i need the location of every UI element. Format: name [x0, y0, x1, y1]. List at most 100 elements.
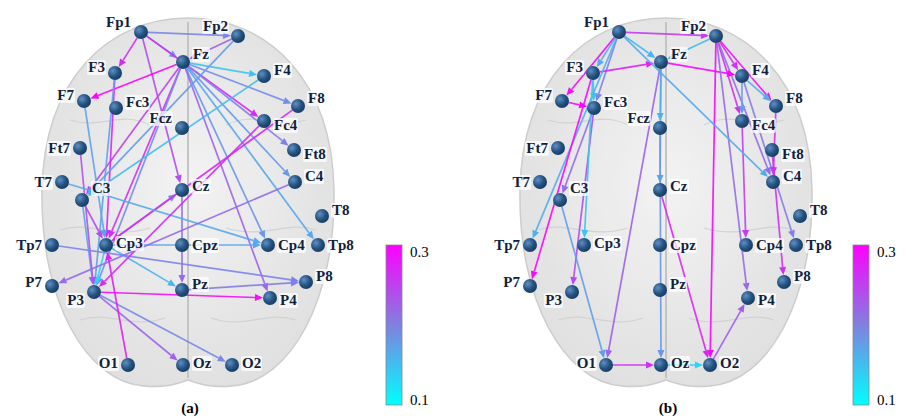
- electrode-node: Cp4: [739, 238, 753, 252]
- electrode-label: Tp8: [327, 238, 355, 253]
- panel-label: (b): [659, 400, 677, 416]
- connector-line: [123, 38, 137, 60]
- arrow-head: [738, 304, 745, 313]
- connector-line: [741, 83, 743, 106]
- arrow-head: [566, 87, 574, 95]
- connector-line: [81, 155, 93, 277]
- connector-line: [624, 37, 762, 172]
- colorbar-tick: 0.1: [410, 392, 429, 408]
- arrow-head: [597, 58, 604, 67]
- electrode-label: Tp7: [493, 238, 521, 253]
- connector-line: [100, 295, 219, 358]
- electrode-label: F3: [87, 60, 106, 75]
- electrode-label: F4: [273, 63, 292, 78]
- electrode-node: Fp2: [231, 29, 245, 43]
- electrode-label: F3: [565, 60, 584, 75]
- electrode-node: Ft7: [73, 141, 87, 155]
- electrode-label: F4: [751, 63, 770, 78]
- electrode-node: P7: [523, 279, 537, 293]
- electrode-node: Oz: [176, 358, 190, 372]
- electrode-node: Fcz: [175, 121, 189, 135]
- arrow-head: [731, 62, 738, 71]
- connector-line: [742, 128, 745, 230]
- connectivity-arrow: [109, 68, 181, 238]
- connectivity-arrow: [105, 252, 126, 358]
- electrode-label: Tp7: [15, 238, 43, 253]
- electrode-label: P7: [502, 275, 521, 290]
- connector-line: [613, 364, 646, 366]
- electrode-label: Cp4: [755, 238, 784, 253]
- connectivity-arrow: [100, 295, 226, 361]
- electrode-label: C4: [304, 169, 324, 184]
- connector-line: [112, 68, 180, 231]
- arrow-head: [217, 355, 226, 362]
- arrow-head: [167, 279, 176, 286]
- arrow-head: [742, 230, 749, 238]
- electrode-node: Ft8: [765, 143, 779, 157]
- arrow-head: [253, 237, 262, 244]
- connectivity-arrow: [186, 68, 265, 238]
- connector-line: [185, 69, 264, 284]
- electrode-node: P8: [299, 275, 313, 289]
- arrow-head: [280, 138, 288, 146]
- arrow-head: [570, 277, 577, 285]
- electrode-node: Fc4: [257, 114, 271, 128]
- connectivity-arrow: [668, 63, 735, 77]
- electrode-node: P4: [741, 291, 755, 305]
- arrow-head: [89, 277, 96, 285]
- arrow-head: [743, 283, 750, 291]
- arrow-head: [255, 294, 263, 301]
- electrode-label: Pz: [669, 277, 687, 292]
- arrow-head: [175, 175, 182, 184]
- electrode-label: P3: [544, 293, 563, 308]
- electrode-node: T7: [533, 175, 547, 189]
- electrode-label: P8: [793, 269, 812, 284]
- electrode-label: C3: [569, 181, 589, 196]
- electrode-label: Fc4: [273, 118, 298, 133]
- arrow-head: [599, 350, 606, 359]
- connectivity-arrow: [713, 304, 744, 359]
- electrode-node: Cpz: [653, 238, 667, 252]
- electrode-label: Ft8: [781, 147, 805, 162]
- electrode-label: Ft7: [525, 141, 549, 156]
- electrode-node: P8: [777, 275, 791, 289]
- electrode-node: Ft7: [551, 141, 565, 155]
- panel-label: (a): [181, 400, 199, 416]
- connectivity-arrow: [188, 66, 288, 145]
- arrow-head: [169, 353, 177, 361]
- connector-line: [187, 68, 309, 233]
- electrode-label: Ft8: [303, 147, 327, 162]
- arrow-head: [179, 275, 186, 283]
- connectivity-arrow: [87, 41, 233, 195]
- electrode-node: C4: [766, 175, 780, 189]
- arrow-head: [283, 97, 292, 104]
- electrode-node: F7: [77, 94, 91, 108]
- connector-line: [188, 66, 282, 140]
- brain-outline: [520, 18, 812, 387]
- connector-line: [600, 64, 646, 71]
- connector-line: [66, 185, 289, 280]
- connector-line: [99, 296, 171, 355]
- connector-line: [98, 65, 177, 96]
- connectivity-arrow: [58, 185, 288, 284]
- brain-outline: [42, 18, 334, 387]
- arrow-head: [647, 50, 656, 57]
- connector-line: [105, 126, 259, 281]
- connector-line: [85, 108, 104, 230]
- electrode-node: F3: [586, 66, 600, 80]
- electrode-node: F8: [769, 99, 783, 113]
- arrow-head: [58, 277, 67, 283]
- colorbar-tick: 0.3: [410, 244, 429, 260]
- connector-line: [569, 102, 580, 104]
- electrode-node: Fp2: [709, 29, 723, 43]
- electrode-label: T8: [809, 203, 829, 218]
- electrode-node: Fcz: [653, 121, 667, 135]
- connectivity-arrow: [605, 69, 660, 358]
- arrow-head: [779, 267, 786, 275]
- colorbar-tick: 0.3: [877, 244, 896, 260]
- electrode-label: Fc3: [125, 95, 150, 110]
- connectivity-arrow: [562, 207, 605, 359]
- electrode-label: F7: [534, 88, 553, 103]
- arrow-head: [91, 92, 100, 99]
- electrode-label: Ft7: [47, 141, 71, 156]
